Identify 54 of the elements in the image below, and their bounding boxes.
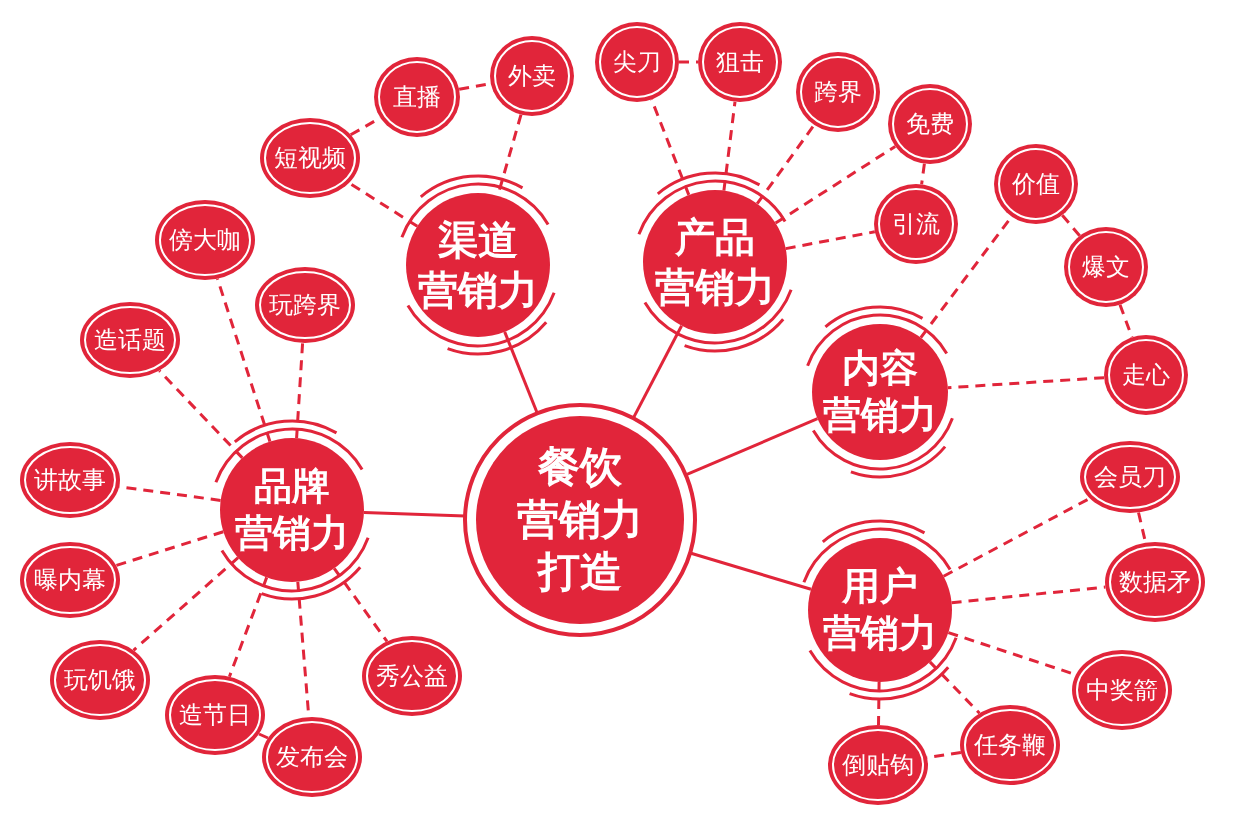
connector-line (685, 417, 819, 477)
keyword-ellipse: 跨界 (794, 50, 882, 134)
connector-line (785, 230, 876, 251)
keyword-ellipse: 走心 (1102, 333, 1190, 417)
connector-line (158, 369, 244, 459)
keyword-ellipse: 爆文 (1062, 225, 1150, 309)
connector-line (947, 376, 1105, 390)
connector-line (333, 567, 389, 643)
center-circle: 餐饮营销力打造 (462, 402, 698, 638)
keyword-ellipse: 秀公益 (360, 634, 464, 718)
connector-line (216, 278, 272, 442)
keyword-ellipse: 玩跨界 (253, 265, 357, 345)
keyword-ellipse: 傍大咖 (153, 198, 257, 282)
keyword-ellipse: 曝内幕 (18, 540, 122, 620)
connector-line (920, 163, 926, 185)
keyword-ellipse: 尖刀 (593, 20, 681, 104)
connector-line (348, 181, 419, 228)
keyword-ellipse: 引流 (872, 182, 960, 266)
keyword-ellipse: 造节日 (163, 673, 267, 757)
connector-line (722, 101, 737, 191)
keyword-ellipse: 价值 (992, 142, 1080, 226)
keyword-ellipse: 中奖箭 (1070, 648, 1174, 732)
connector-line (363, 511, 466, 518)
keyword-ellipse: 狙击 (696, 20, 784, 104)
keyword-ellipse: 短视频 (258, 116, 362, 200)
connector-line (132, 556, 240, 652)
connector-line (503, 331, 539, 414)
connector-line (1061, 214, 1081, 237)
keyword-ellipse: 会员刀 (1078, 439, 1182, 515)
keyword-ellipse: 数据矛 (1103, 540, 1207, 624)
connector-line (258, 732, 269, 740)
keyword-ellipse: 讲故事 (18, 440, 122, 520)
connector-line (689, 551, 812, 591)
connector-line (115, 530, 224, 567)
connector-line (928, 660, 981, 715)
keyword-ellipse: 直播 (372, 55, 462, 139)
connector-line (877, 681, 881, 726)
connector-line (631, 325, 683, 419)
connector-line (650, 98, 691, 196)
connector-line (942, 497, 1091, 578)
connector-line (228, 576, 269, 678)
keyword-ellipse: 玩饥饿 (48, 638, 152, 722)
connector-line (951, 585, 1106, 605)
connector-line (295, 342, 305, 439)
connector-line (679, 60, 698, 64)
connector-line (774, 145, 896, 225)
connector-line (1118, 304, 1134, 338)
keyword-ellipse: 发布会 (260, 715, 364, 799)
keyword-ellipse: 免费 (886, 82, 974, 166)
keyword-ellipse: 任务鞭 (958, 703, 1062, 787)
connector-line (756, 124, 816, 205)
keyword-ellipse: 造话题 (78, 300, 182, 380)
keyword-ellipse: 倒贴钩 (826, 723, 930, 807)
keyword-ellipse: 外卖 (488, 34, 576, 118)
